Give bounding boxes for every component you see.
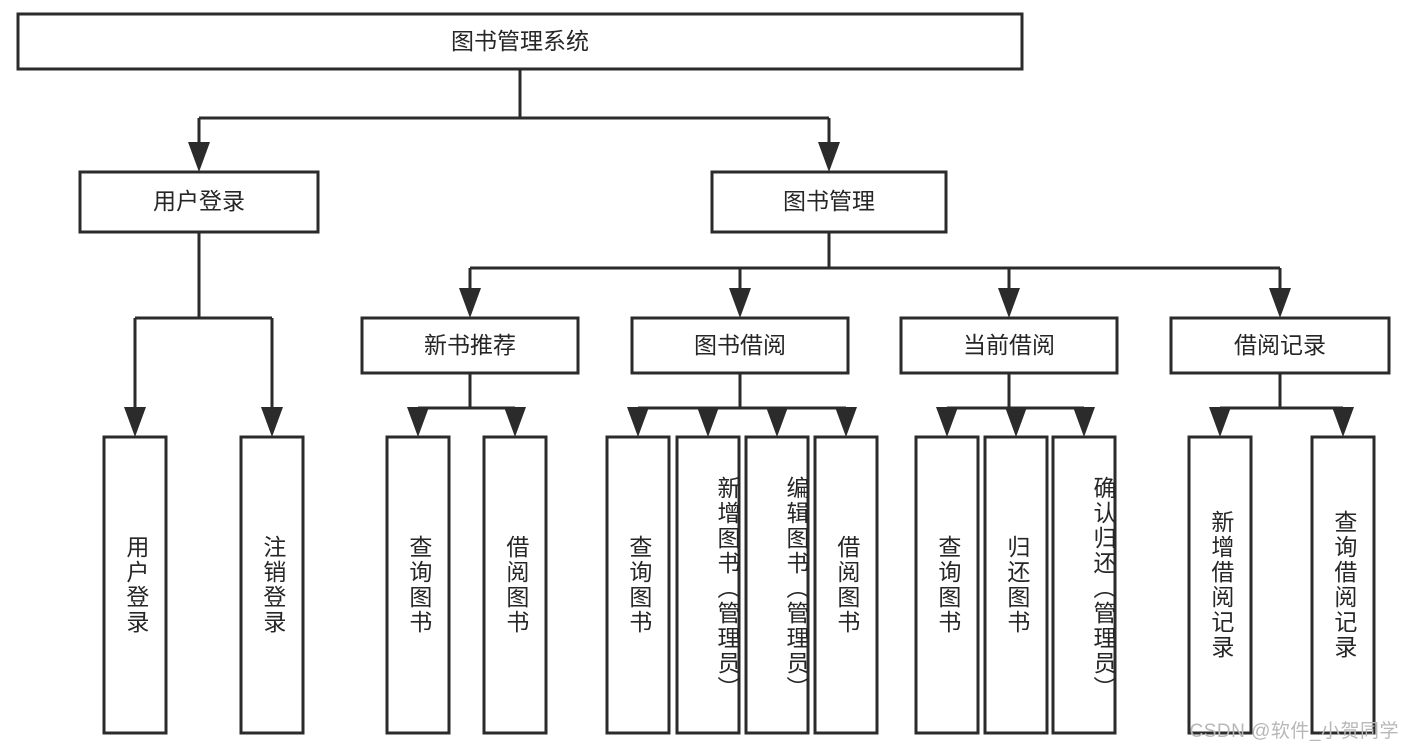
leaf-box-query-record[interactable] — [1310, 435, 1376, 735]
arrow-icon-leaf-user-login — [124, 407, 146, 437]
node-book-borrowing-box[interactable] — [630, 316, 850, 375]
node-root-box[interactable] — [16, 12, 1024, 71]
leaf-box-return-book[interactable] — [983, 435, 1049, 735]
node-book-borrowing[interactable]: 图书借阅 — [630, 316, 850, 375]
arrow-icon-to-user-login — [188, 142, 210, 172]
node-current-borrowing-label: 当前借阅 — [963, 332, 1055, 358]
node-book-borrowing-label: 图书借阅 — [694, 332, 786, 358]
node-root-book-management-system[interactable]: 图书管理系统 — [16, 12, 1024, 71]
arrow-icon-leaf-query-book-a — [407, 407, 429, 437]
arrow-icon-to-new-book-rec — [459, 288, 481, 318]
node-book-management-box[interactable] — [710, 170, 948, 234]
leaf-box-logout[interactable] — [239, 435, 305, 735]
arrow-icon-leaf-edit-book — [766, 407, 788, 437]
arrow-icon-leaf-borrow-book-b — [835, 407, 857, 437]
connector-group-book-management — [459, 232, 1291, 318]
connector-group-book-borrow — [627, 373, 857, 437]
leaf-boxes-group — [102, 435, 1376, 735]
leaf-box-query-book-a[interactable] — [385, 435, 451, 735]
arrow-icon-leaf-query-record — [1332, 407, 1354, 437]
leaf-box-query-book-c[interactable] — [914, 435, 980, 735]
leaf-box-add-record[interactable] — [1187, 435, 1253, 735]
arrow-icon-to-book-borrow — [729, 288, 751, 318]
node-borrowing-record-box[interactable] — [1169, 316, 1391, 375]
node-user-login-label: 用户登录 — [153, 188, 245, 214]
leaf-box-user-login[interactable] — [102, 435, 168, 735]
arrow-icon-leaf-logout — [261, 407, 283, 437]
leaf-box-query-book-b[interactable] — [605, 435, 671, 735]
arrow-icon-to-borrow-record — [1269, 288, 1291, 318]
arrow-icon-leaf-query-book-c — [936, 407, 958, 437]
node-new-book-rec-label: 新书推荐 — [424, 332, 516, 358]
node-user-login[interactable]: 用户登录 — [78, 170, 320, 234]
connector-group-root — [188, 69, 840, 172]
node-borrowing-record-label: 借阅记录 — [1234, 332, 1326, 358]
arrow-icon-to-book-management — [818, 142, 840, 172]
connector-group-new-book-rec — [407, 373, 526, 437]
leaf-box-confirm-return[interactable] — [1051, 435, 1117, 735]
node-book-management[interactable]: 图书管理 — [710, 170, 948, 234]
node-current-borrowing-box[interactable] — [899, 316, 1119, 375]
leaf-box-edit-book[interactable] — [744, 435, 810, 735]
csdn-watermark: CSDN @软件_小贺同学 — [1189, 721, 1399, 742]
arrow-icon-leaf-return-book — [1005, 407, 1027, 437]
node-root-label: 图书管理系统 — [451, 28, 589, 54]
leaf-box-borrow-book-a[interactable] — [482, 435, 548, 735]
connector-group-current-borrow — [936, 373, 1095, 437]
arrow-icon-leaf-add-record — [1209, 407, 1231, 437]
node-borrowing-record[interactable]: 借阅记录 — [1169, 316, 1391, 375]
leaf-box-add-book[interactable] — [675, 435, 741, 735]
node-book-management-label: 图书管理 — [783, 188, 875, 214]
node-user-login-box[interactable] — [78, 170, 320, 234]
arrow-icon-leaf-borrow-book-a — [504, 407, 526, 437]
arrow-icon-leaf-query-book-b — [627, 407, 649, 437]
node-new-book-rec-box[interactable] — [360, 316, 580, 375]
connector-group-user-login — [124, 232, 283, 437]
arrow-icon-leaf-add-book — [697, 407, 719, 437]
node-current-borrowing[interactable]: 当前借阅 — [899, 316, 1119, 375]
leaf-box-borrow-book-b[interactable] — [813, 435, 879, 735]
node-new-book-recommendation[interactable]: 新书推荐 — [360, 316, 580, 375]
arrow-icon-to-current-borrow — [998, 288, 1020, 318]
connector-group-borrow-record — [1209, 373, 1354, 437]
arrow-icon-leaf-confirm-return — [1073, 407, 1095, 437]
